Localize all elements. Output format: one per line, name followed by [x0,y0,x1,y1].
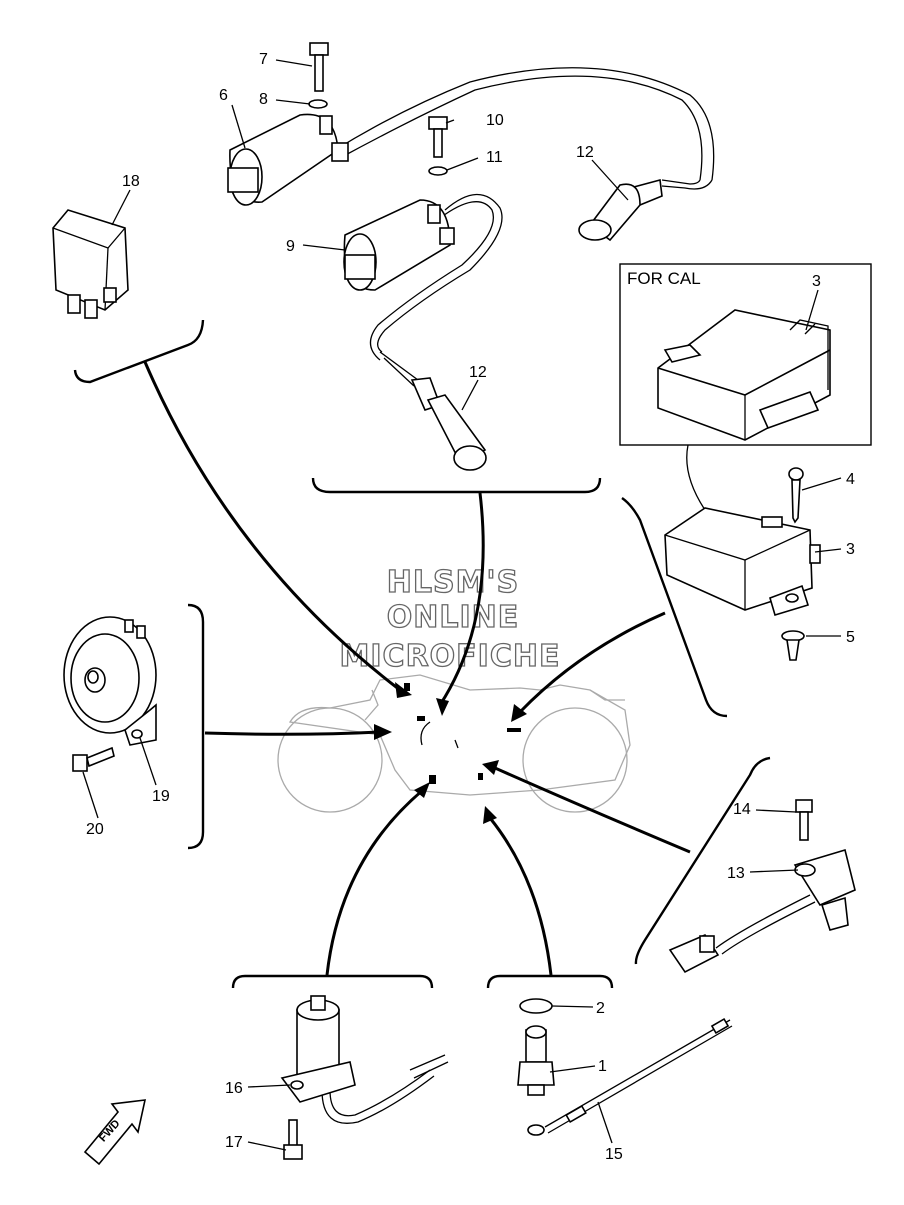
callout-16: 16 [225,1080,243,1097]
grommet-5 [781,630,805,661]
callout-7: 7 [259,51,268,68]
plug-cap-upper [578,178,663,242]
ignition-coil-lower [343,193,503,387]
motorcycle-silhouette [277,674,631,813]
for-cal-title: FOR CAL [627,269,701,288]
callout-14: 14 [733,801,751,818]
relay-unit [52,209,129,319]
callout-12-lower: 12 [469,364,487,381]
callout-4: 4 [846,471,855,488]
callout-1: 1 [598,1058,607,1075]
callout-20: 20 [86,821,104,838]
cdi-unit-cal [657,309,831,441]
bolt-7 [309,42,329,92]
bolt-10 [428,116,448,158]
watermark: HLSM'S ONLINE MICROFICHE [339,564,561,674]
neutral-switch [280,995,449,1124]
gasket-2 [519,998,553,1014]
horn [63,616,157,746]
wire-marker [454,739,459,749]
coil-wire-marker [420,721,431,746]
plug-cap-lower [410,377,487,471]
lead-wire [527,1017,733,1136]
washer-11 [428,166,448,176]
sensor-location-marker [429,775,436,784]
oil-switch [517,1025,555,1096]
callout-10: 10 [486,112,504,129]
leader-lines [82,59,842,1151]
callout-3-cal: 3 [812,273,821,290]
coil-location-marker [417,716,425,721]
callout-5: 5 [846,629,855,646]
bolt-17 [283,1119,303,1160]
watermark-line3: MICROFICHE [340,639,561,674]
callout-3: 3 [846,541,855,558]
washer-8 [308,99,328,109]
callout-13: 13 [727,865,745,882]
callout-11: 11 [486,149,503,166]
for-cal-box: FOR CAL [619,263,872,511]
group-brackets [73,319,771,989]
lead-arrows [143,361,691,976]
callout-15: 15 [605,1146,623,1163]
callout-17: 17 [225,1134,243,1151]
callout-8: 8 [259,91,268,108]
cdi-location-marker [507,728,521,732]
cdi-unit [664,507,821,616]
watermark-line1: HLSM'S [387,565,519,600]
watermark-line2: ONLINE [387,600,520,635]
callout-19: 19 [152,788,170,805]
switch-location-marker [478,773,483,780]
fwd-direction-arrow: FWD [83,1099,147,1166]
callout-numbers: 7 8 6 10 11 12 18 9 12 3 4 3 5 19 20 14 … [86,51,855,1163]
bolt-14 [795,799,813,841]
ecu-location-marker [404,683,410,691]
ignition-coil-upper [227,67,715,206]
bolt-20 [72,746,115,772]
callout-9: 9 [286,238,295,255]
callout-18: 18 [122,173,140,190]
callout-12-upper: 12 [576,144,594,161]
screw-4 [788,467,804,524]
speed-sensor [668,848,856,974]
callout-6: 6 [219,87,228,104]
callout-2: 2 [596,1000,605,1017]
